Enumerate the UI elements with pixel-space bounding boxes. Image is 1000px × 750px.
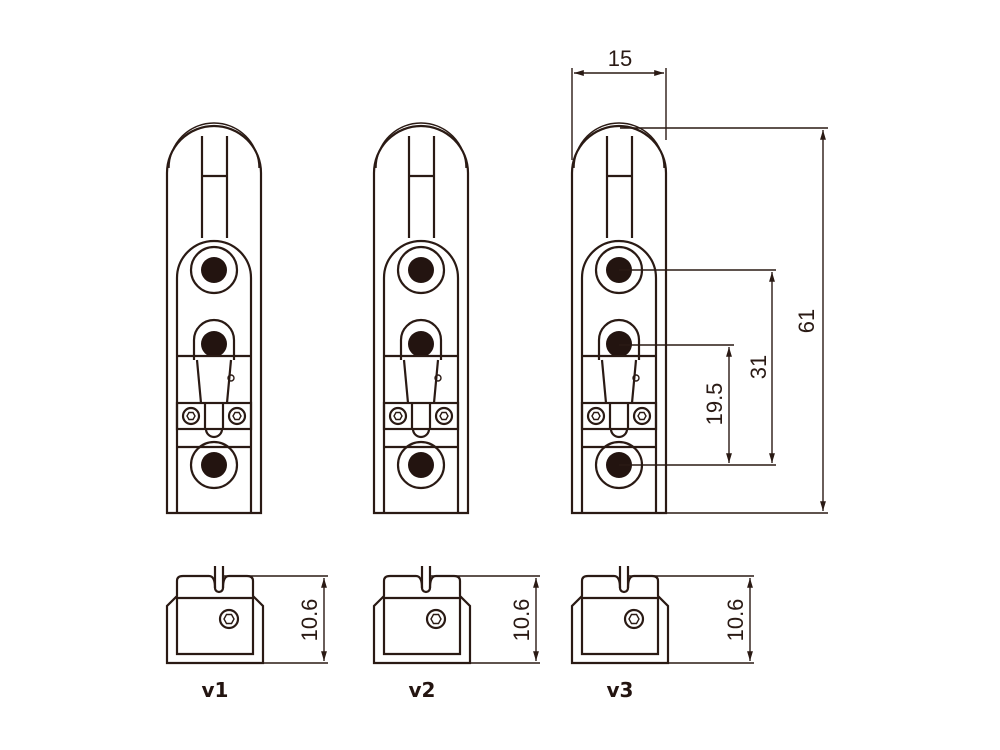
side-height-label-v2: 10.6	[509, 599, 534, 642]
variant-label-v2: v2	[409, 678, 436, 702]
side-height-label-v3: 10.6	[723, 599, 748, 642]
dimension-hole-span-outer-label: 31	[746, 355, 771, 379]
side-height-label-v1: 10.6	[297, 599, 322, 642]
dimension-total-height: 61	[620, 127, 828, 514]
dimension-width: 15	[571, 46, 667, 160]
dimension-total-height-label: 61	[794, 309, 819, 333]
dimension-width-label: 15	[608, 46, 632, 71]
variant-label-v3: v3	[607, 678, 634, 702]
variant-label-v1: v1	[202, 678, 229, 702]
dimension-hole-span-inner-label: 19.5	[702, 383, 727, 426]
front-view-v2	[372, 121, 470, 515]
side-view-v1: 10.6 v1	[165, 564, 328, 702]
side-view-v3: 10.6 v3	[570, 564, 754, 702]
front-view-v1	[165, 121, 263, 515]
dimension-hole-span-inner: 19.5	[619, 344, 734, 463]
dimension-hole-span-outer: 31	[619, 269, 776, 466]
side-view-v2: 10.6 v2	[372, 564, 540, 702]
front-view-v3	[570, 121, 668, 515]
